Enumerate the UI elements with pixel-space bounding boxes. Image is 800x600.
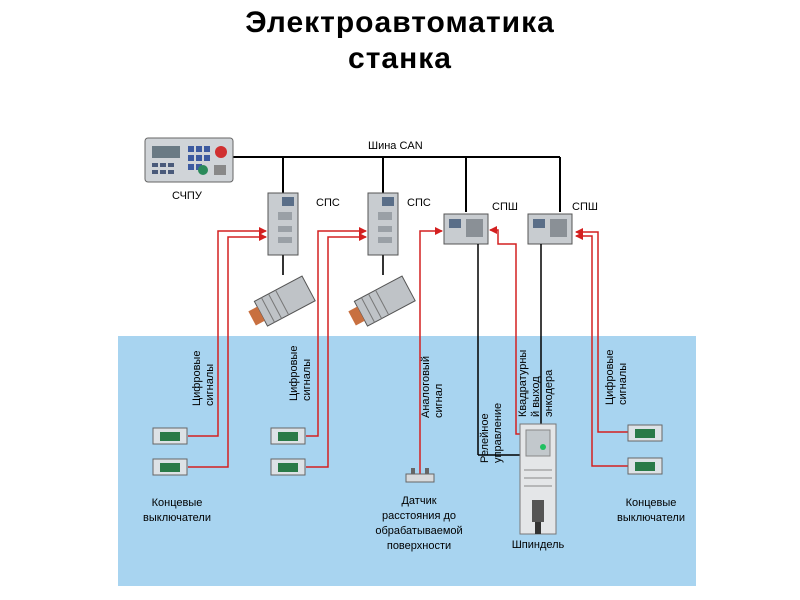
servo-motor-1	[248, 275, 316, 327]
page-title-line-1: Электроавтоматика	[245, 6, 555, 39]
encoder-output-label-a: Квадратурны	[517, 350, 529, 417]
sps-label-1: СПС	[316, 197, 340, 209]
limit-switch-right-2	[627, 457, 663, 475]
limit-switches-label-left-b: выключатели	[143, 512, 211, 524]
limit-switches-label-right-a: Концевые	[626, 497, 677, 509]
limit-switch-mid-1	[270, 427, 306, 445]
sensor-label-d: поверхности	[387, 540, 451, 552]
relay-control-label-a: Релейное	[479, 413, 491, 463]
sensor-label-c: обрабатываемой	[375, 525, 462, 537]
servo-motor-2	[348, 275, 416, 327]
encoder-output-label-c: энкодера	[543, 369, 555, 417]
digital-signals-label-1a: Цифровые	[191, 351, 203, 406]
digital-signals-label-3b: сигналы	[617, 363, 629, 405]
digital-signals-label-1b: сигналы	[204, 364, 216, 406]
sensor-label-b: расстояния до	[382, 510, 456, 522]
sensor-label-a: Датчик	[401, 495, 436, 507]
relay-control-label-b: управление	[492, 403, 504, 463]
distance-sensor	[405, 468, 435, 483]
limit-switch-right-1	[627, 424, 663, 442]
signal-lines	[188, 226, 628, 474]
page-title-line-2: станка	[348, 42, 452, 75]
sps-label-2: СПС	[407, 197, 431, 209]
limit-switch-mid-2	[270, 458, 306, 476]
analog-signal-label-a: Аналоговый	[420, 356, 432, 418]
spindle	[519, 423, 557, 535]
analog-signal-label-b: сигнал	[433, 384, 445, 418]
spsh-label-1: СПШ	[492, 201, 518, 213]
encoder-output-label-b: й выход	[530, 376, 542, 417]
can-bus	[232, 156, 561, 212]
limit-switch-left-1	[152, 427, 188, 445]
digital-signals-label-2a: Цифровые	[288, 346, 300, 401]
cnc-control-unit	[144, 137, 234, 183]
can-bus-label: Шина CAN	[368, 140, 423, 152]
spindle-label: Шпиндель	[512, 539, 565, 551]
limit-switches-label-right-b: выключатели	[617, 512, 685, 524]
workspace-panel	[118, 336, 696, 586]
spindle-drive-2	[527, 213, 573, 245]
spsh-label-2: СПШ	[572, 201, 598, 213]
limit-switches-label-left-a: Концевые	[152, 497, 203, 509]
digital-signals-label-3a: Цифровые	[604, 350, 616, 405]
cnc-label: СЧПУ	[172, 190, 203, 202]
spindle-drive-1	[443, 213, 489, 245]
limit-switch-left-2	[152, 458, 188, 476]
servo-drive-1	[267, 192, 299, 256]
servo-drive-2	[367, 192, 399, 256]
digital-signals-label-2b: сигналы	[301, 359, 313, 401]
